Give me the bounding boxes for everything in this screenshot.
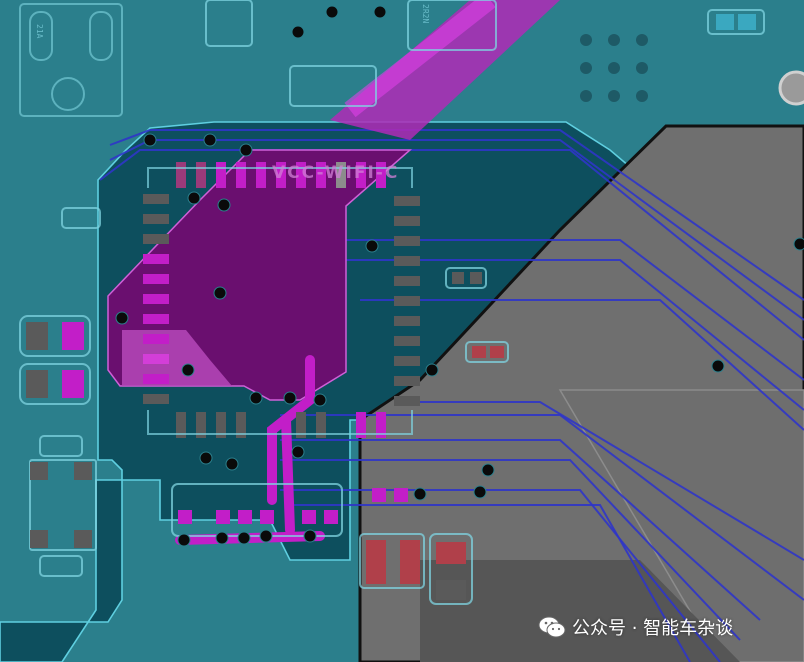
module-pads-left[interactable] [143, 194, 169, 404]
silk-label: 21A [35, 24, 44, 39]
passive-pads [26, 14, 756, 600]
test-point-grid[interactable] [580, 34, 648, 102]
top-left-component[interactable] [19, 3, 123, 117]
gnd-plane-inner [558, 389, 804, 662]
module-pads-bottom[interactable] [176, 412, 386, 438]
gnd-plane-lower [420, 560, 740, 662]
silk-label: 2R2N [421, 4, 430, 24]
net-label-vcc-wifi: VCC-WIFI-C [272, 163, 400, 183]
module-pads-right[interactable] [394, 196, 420, 406]
module-outline [147, 167, 413, 435]
mounting-hole [778, 70, 804, 106]
module-pads-top[interactable] [176, 162, 386, 188]
signal-traces[interactable] [99, 129, 804, 662]
passive-components[interactable] [19, 0, 765, 605]
vcc-wifi-trace-core [344, 0, 496, 118]
vias[interactable] [115, 5, 804, 547]
watermark: 公众号 · 智能车杂谈 [538, 614, 733, 640]
wechat-icon [538, 616, 566, 638]
vcc-wifi-ribbon[interactable] [330, 0, 560, 140]
watermark-text: 公众号 · 智能车杂谈 [572, 618, 734, 639]
